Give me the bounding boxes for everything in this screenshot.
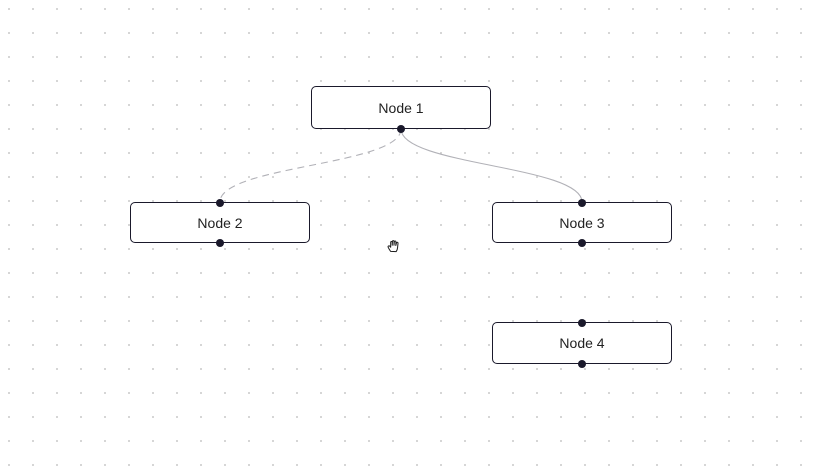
flow-node-4[interactable]: Node 4 [492, 318, 672, 368]
node-label: Node 3 [559, 214, 605, 231]
node-label: Node 4 [559, 335, 605, 351]
edge-1-2[interactable] [219, 128, 402, 203]
node-handle-top[interactable] [216, 198, 224, 207]
flow-node-1[interactable]: Node 1 [311, 86, 491, 133]
node-label: Node 2 [197, 214, 243, 231]
node-label: Node 1 [378, 99, 424, 116]
node-handle-bottom[interactable] [578, 359, 586, 368]
flow-node-2[interactable]: Node 2 [130, 198, 310, 247]
node-handle-bottom[interactable] [578, 238, 586, 247]
node-handle-bottom[interactable] [216, 238, 224, 247]
node-handle-top[interactable] [578, 318, 586, 327]
node-handle-bottom[interactable] [397, 124, 405, 133]
node-handle-top[interactable] [578, 198, 586, 207]
flow-node-3[interactable]: Node 3 [492, 198, 672, 247]
edge-1-3[interactable] [400, 128, 583, 203]
